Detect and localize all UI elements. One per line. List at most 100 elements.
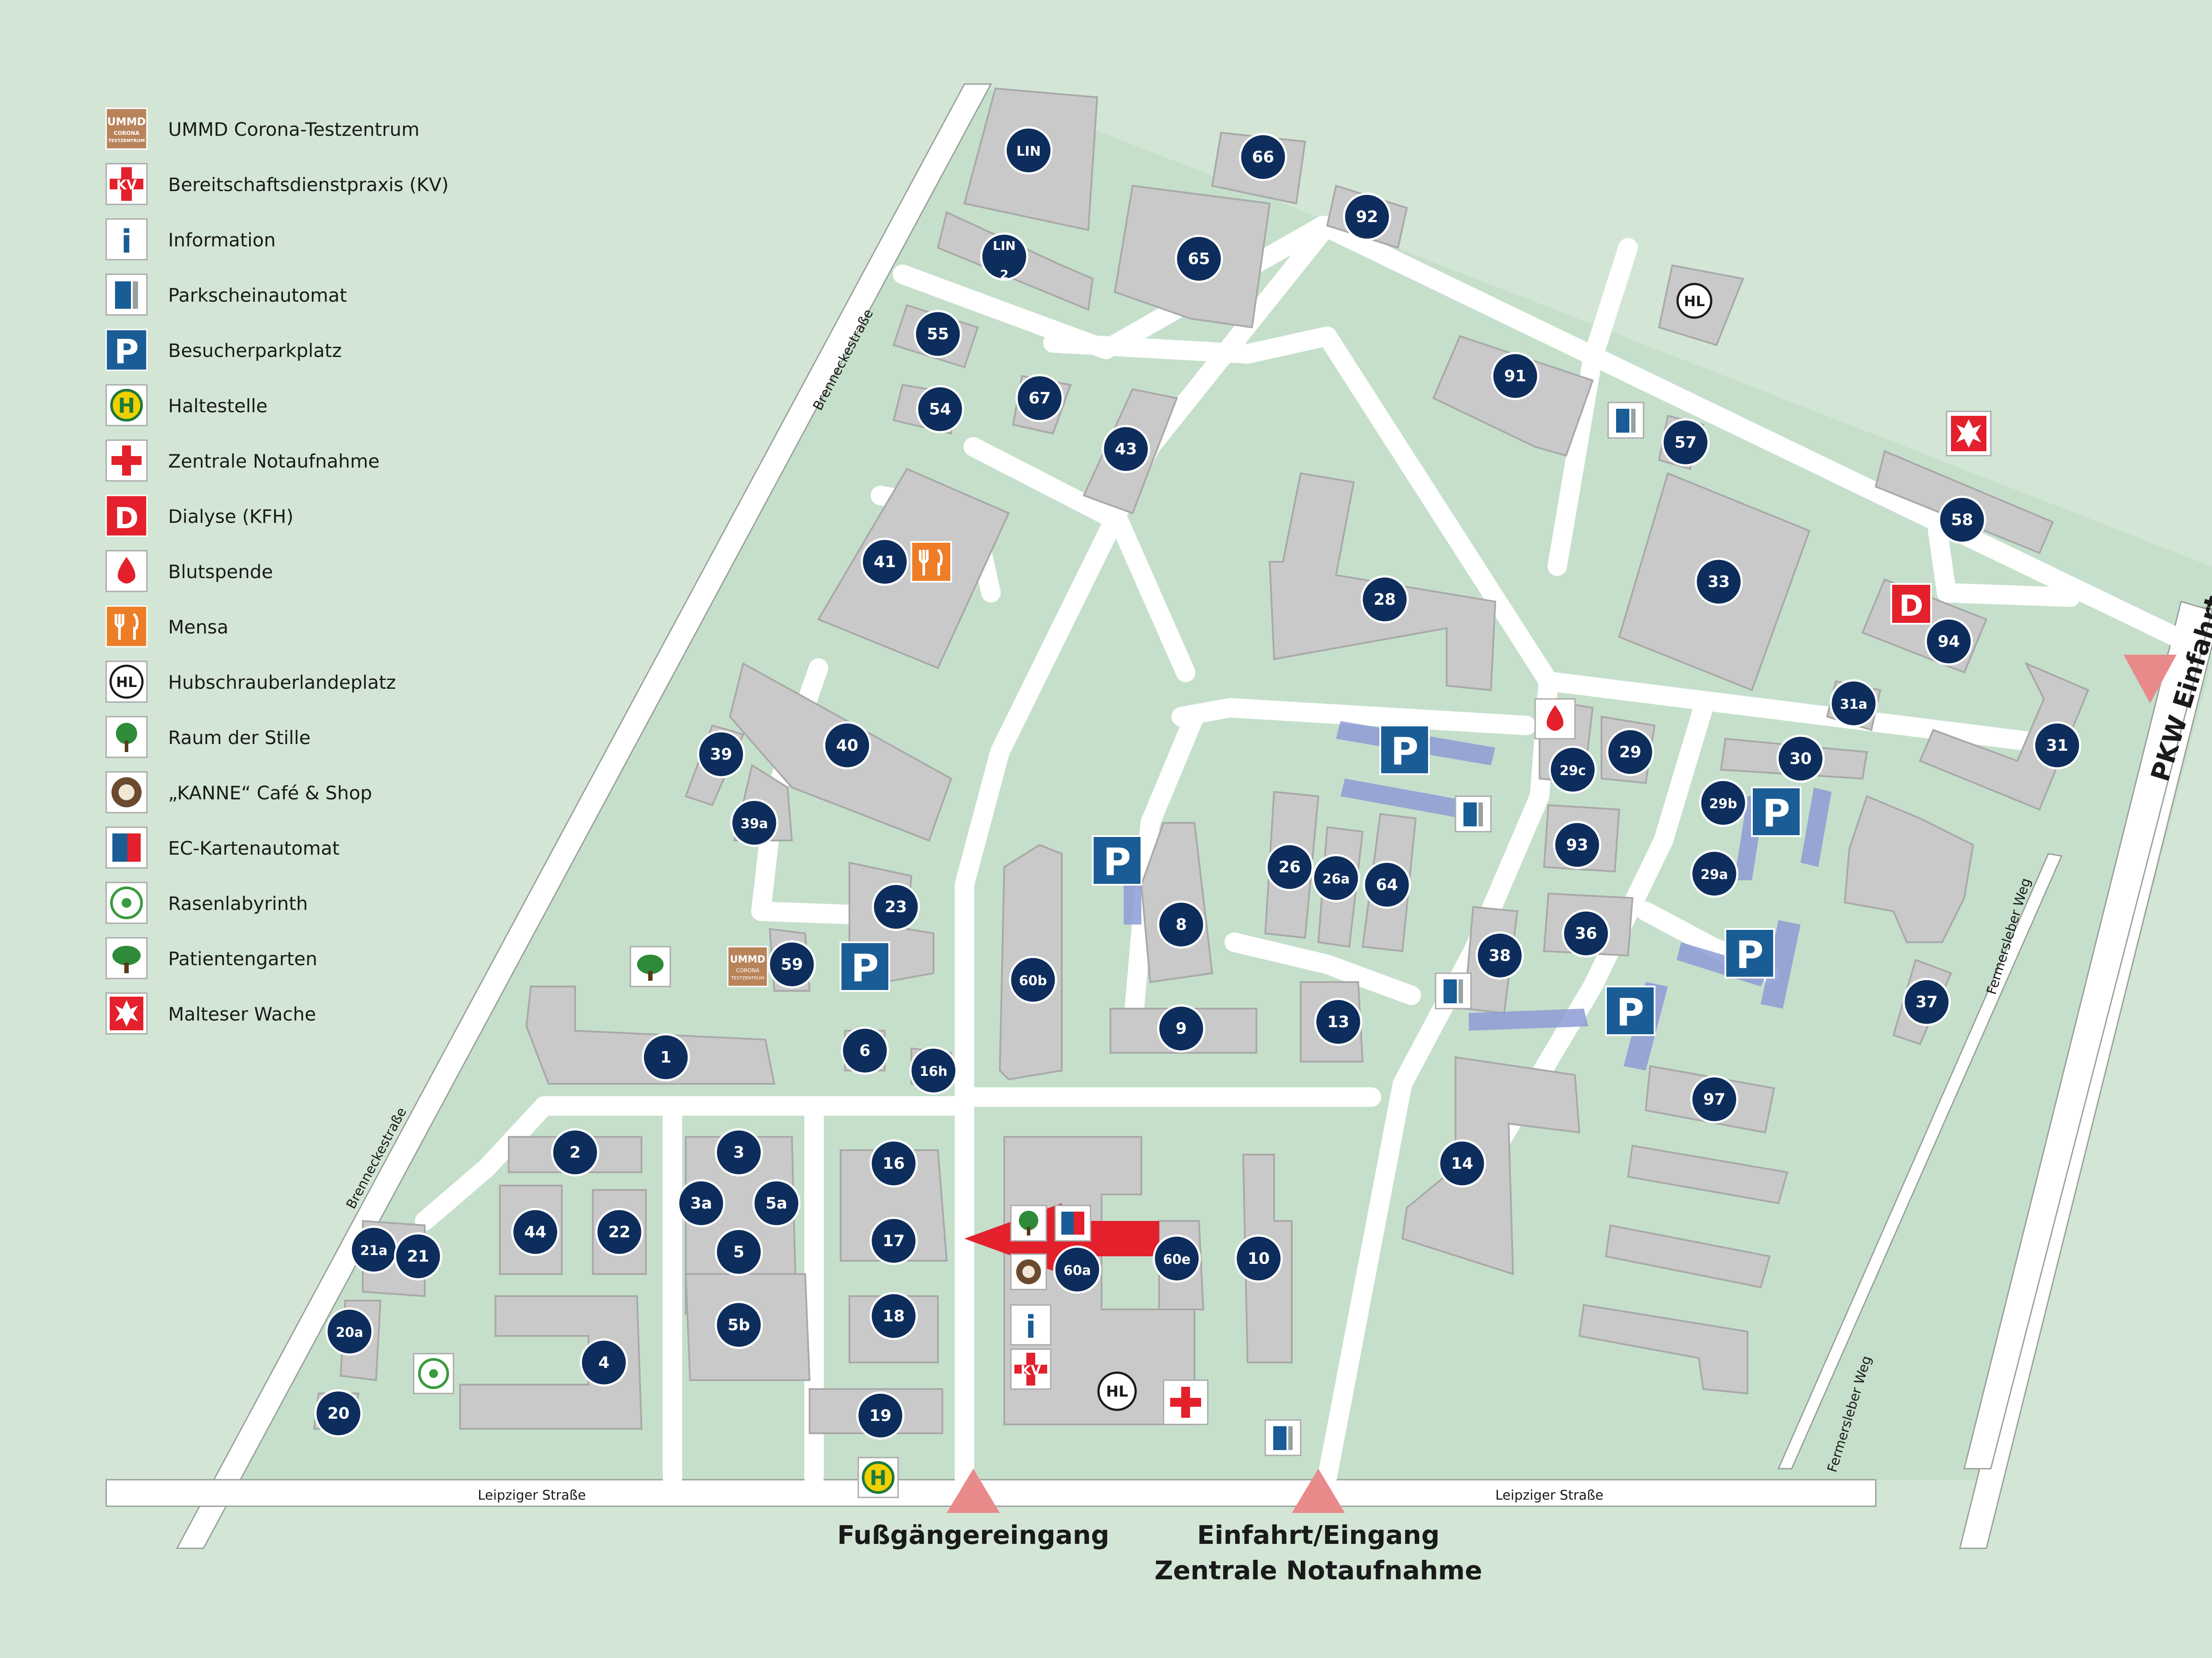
kanne-map-icon [1010, 1253, 1047, 1290]
building-marker-b55[interactable]: 55 [914, 310, 962, 358]
building-marker-b93[interactable]: 93 [1553, 821, 1601, 869]
er-map-icon [1163, 1379, 1209, 1425]
building-marker-b60e[interactable]: 60e [1152, 1234, 1201, 1283]
building-marker-label-b43: 43 [1115, 440, 1137, 458]
dialysis-icon: D [105, 495, 148, 537]
building-marker-b28[interactable]: 28 [1360, 575, 1409, 624]
building-marker-b43[interactable]: 43 [1102, 425, 1150, 473]
building-marker-b4[interactable]: 4 [580, 1338, 628, 1387]
building-marker-b20a[interactable]: 20a [325, 1307, 374, 1356]
building-marker-b21[interactable]: 21 [394, 1232, 442, 1281]
building-marker-b17[interactable]: 17 [869, 1217, 918, 1265]
building-marker-b14[interactable]: 14 [1438, 1139, 1486, 1188]
building-marker-label-b40: 40 [836, 737, 858, 755]
legend-item-kanne: „KANNE“ Café & Shop [105, 771, 372, 814]
ticket-machine-map-icon-3 [1435, 972, 1472, 1009]
building-marker-b2[interactable]: 2 [551, 1128, 599, 1177]
building-marker-label-b30: 30 [1790, 750, 1812, 768]
building-marker-label-b17: 17 [883, 1232, 905, 1250]
parking-sign-1: P [1379, 725, 1430, 775]
parking-stripe-8 [1469, 1009, 1588, 1031]
helipad-map-icon-north: HL [1676, 283, 1713, 319]
legend-label-mensa: Mensa [168, 616, 228, 638]
building-marker-b5[interactable]: 5 [714, 1228, 763, 1276]
building-marker-b60a[interactable]: 60a [1053, 1245, 1102, 1294]
building-marker-b65[interactable]: 65 [1175, 234, 1223, 283]
building-marker-b66[interactable]: 66 [1239, 133, 1287, 181]
building-marker-b37[interactable]: 37 [1902, 978, 1951, 1026]
building-marker-label-LIN2_b: 2 [1000, 267, 1008, 282]
building-marker-b40[interactable]: 40 [823, 721, 872, 770]
building-marker-b67[interactable]: 67 [1015, 374, 1064, 422]
building-marker-b33[interactable]: 33 [1694, 557, 1743, 606]
building-marker-LIN[interactable]: LIN [1004, 126, 1053, 175]
building-marker-b1[interactable]: 1 [641, 1033, 690, 1082]
building-marker-b8[interactable]: 8 [1157, 900, 1206, 949]
building-marker-b58[interactable]: 58 [1938, 495, 1986, 544]
building-marker-label-b31: 31 [2046, 737, 2068, 755]
building-marker-b41[interactable]: 41 [860, 537, 909, 586]
building-marker-b29b[interactable]: 29b [1699, 779, 1747, 827]
building-marker-b3[interactable]: 3 [714, 1128, 763, 1177]
building-marker-b21a[interactable]: 21a [349, 1225, 398, 1274]
building-marker-b23[interactable]: 23 [872, 883, 920, 931]
building-marker-b92[interactable]: 92 [1343, 192, 1391, 241]
legend-parking-text: P [114, 332, 139, 371]
building-marker-b22[interactable]: 22 [595, 1208, 644, 1256]
building-marker-label-b29a: 29a [1701, 867, 1728, 883]
ec-atm-icon [105, 826, 148, 869]
building-marker-b31[interactable]: 31 [2033, 721, 2081, 770]
building-marker-b31a[interactable]: 31a [1829, 679, 1878, 728]
building-marker-label-b57: 57 [1674, 434, 1697, 452]
building-marker-b57[interactable]: 57 [1661, 418, 1710, 467]
building-marker-b94[interactable]: 94 [1924, 617, 1973, 666]
building-marker-LIN2_a[interactable]: LIN [980, 232, 1029, 281]
building-marker-b29c[interactable]: 29c [1548, 745, 1597, 794]
building-marker-b39[interactable]: 39 [697, 730, 745, 779]
building-marker-b5a[interactable]: 5a [752, 1179, 801, 1228]
building-marker-b19[interactable]: 19 [856, 1391, 905, 1440]
building-marker-b97[interactable]: 97 [1690, 1075, 1739, 1124]
building-marker-b16[interactable]: 16 [869, 1139, 918, 1188]
building-marker-b30[interactable]: 30 [1776, 734, 1825, 783]
building-marker-b29a[interactable]: 29a [1690, 849, 1739, 898]
building-marker-LIN2_b[interactable]: 2 [1000, 267, 1008, 282]
building-marker-b38[interactable]: 38 [1475, 931, 1524, 980]
building-marker-label-b9: 9 [1175, 1020, 1187, 1038]
building-marker-b91[interactable]: 91 [1491, 352, 1540, 400]
building-marker-b26[interactable]: 26 [1265, 843, 1314, 891]
legend-label-blood: Blutspende [168, 561, 273, 583]
helipad-map-icon-south: HL [1097, 1371, 1137, 1411]
building-marker-b29[interactable]: 29 [1606, 728, 1655, 776]
building-marker-b39a[interactable]: 39a [730, 798, 779, 847]
building-marker-b64[interactable]: 64 [1363, 860, 1411, 909]
building-marker-b20[interactable]: 20 [314, 1389, 363, 1438]
ticket-machine-map-icon-2 [1455, 795, 1492, 833]
building-marker-b13[interactable]: 13 [1314, 998, 1363, 1046]
building-marker-b60b[interactable]: 60b [1009, 956, 1057, 1004]
building-marker-b44[interactable]: 44 [511, 1208, 560, 1256]
tree-icon [105, 716, 148, 758]
building-marker-b26a[interactable]: 26a [1312, 854, 1360, 902]
building-marker-b9[interactable]: 9 [1157, 1004, 1206, 1053]
maltese-cross-icon [105, 992, 148, 1035]
building-marker-b10[interactable]: 10 [1234, 1234, 1283, 1283]
building-marker-b6[interactable]: 6 [841, 1026, 889, 1075]
building-marker-b36[interactable]: 36 [1562, 909, 1610, 958]
building-marker-label-b60a: 60a [1064, 1263, 1091, 1278]
building-marker-b16h[interactable]: 16h [909, 1046, 958, 1095]
building-marker-b54[interactable]: 54 [916, 385, 964, 434]
street-label-leipziger-left: Leipziger Straße [478, 1488, 586, 1503]
map-icons: P P P P P P D [413, 283, 1992, 1498]
parking-sign-2: P [1092, 835, 1142, 886]
building-marker-b5b[interactable]: 5b [714, 1301, 763, 1349]
building-marker-b3a[interactable]: 3a [677, 1179, 726, 1228]
building-marker-b18[interactable]: 18 [869, 1292, 918, 1340]
building-marker-b59[interactable]: 59 [768, 940, 816, 989]
cafe-kanne-icon [105, 771, 148, 814]
building-marker-label-b21: 21 [407, 1247, 429, 1266]
building-marker-label-b64: 64 [1376, 876, 1398, 894]
building-marker-label-b44: 44 [524, 1223, 546, 1241]
mensa-map-icon [910, 541, 952, 583]
